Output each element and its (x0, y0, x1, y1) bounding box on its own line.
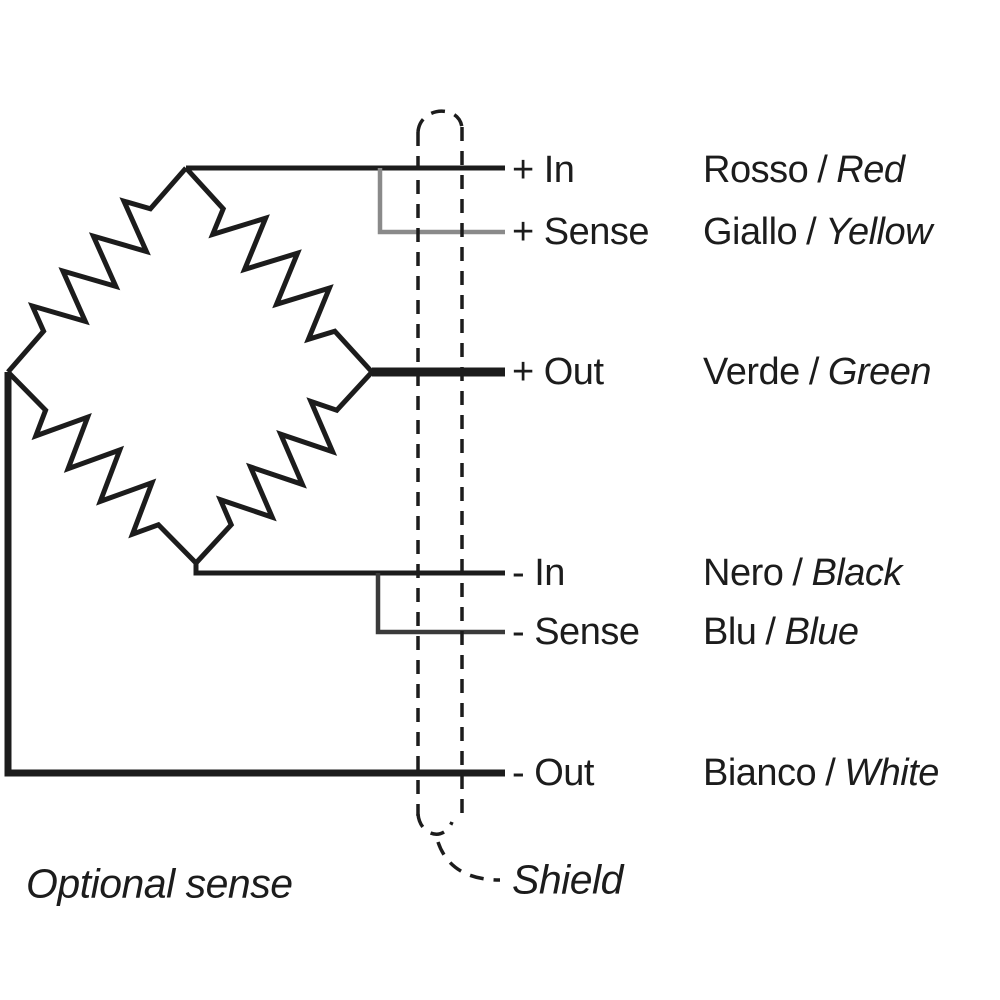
terminal-text: - In (512, 552, 565, 594)
wire-minus-in (193, 563, 505, 576)
color-name-en: Black (811, 552, 902, 594)
wire-color-label-blu-blue: Blu/Blue (703, 613, 859, 651)
terminal-label-plus-sense: + Sense (512, 211, 650, 253)
terminal-label-plus-out: + Out (512, 353, 604, 391)
color-name-it: Verde (703, 351, 800, 393)
shield-note: Shield (512, 856, 623, 903)
shield-text: Shield (512, 856, 623, 903)
resistor-top-right (184, 166, 374, 374)
terminal-text: + Out (512, 351, 604, 393)
color-name-en: Red (836, 149, 905, 191)
resistor-bottom-right (194, 370, 374, 565)
color-name-it: Blu (703, 611, 757, 653)
separator: / (792, 552, 803, 594)
optional-sense-text: Optional sense (26, 860, 293, 907)
resistor-bottom-left (6, 370, 198, 565)
terminal-text: - Out (512, 752, 594, 794)
separator: / (806, 211, 817, 253)
color-name-it: Rosso (703, 149, 809, 191)
shield-dashed-bottom-arc (416, 813, 454, 836)
wire-plus-sense (377, 168, 505, 235)
color-name-en: Blue (784, 611, 859, 653)
terminal-label-minus-out: - Out (512, 754, 594, 792)
wire-color-label-giallo-yellow: Giallo/Yellow (703, 211, 933, 253)
terminal-text: + In (512, 149, 575, 191)
separator: / (765, 611, 776, 653)
wire-color-label-bianco-white: Bianco/White (703, 754, 939, 792)
color-name-it: Nero (703, 552, 784, 594)
shield-dashed-top-arc (416, 109, 464, 133)
terminal-text: - Sense (512, 611, 640, 653)
separator: / (808, 351, 820, 393)
color-name-en: White (844, 752, 939, 794)
wire-color-label-rosso-red: Rosso/Red (703, 151, 905, 189)
color-name-it: Giallo (703, 211, 798, 253)
wire-minus-sense (375, 573, 505, 635)
terminal-label-minus-in: - In (512, 554, 565, 592)
terminal-label-minus-sense: - Sense (512, 611, 640, 653)
separator: / (817, 149, 828, 191)
wire-color-label-verde-green: Verde/Green (703, 351, 932, 393)
color-name-en: Yellow (825, 211, 933, 253)
wire-minus-out (4, 372, 505, 777)
shield-dashed-leader (436, 841, 501, 882)
color-name-en: Green (827, 351, 932, 393)
terminal-text: + Sense (512, 211, 650, 253)
resistor-top-left (6, 166, 188, 374)
color-name-it: Bianco (703, 752, 817, 794)
terminal-label-plus-in: + In (512, 149, 575, 191)
wire-color-label-nero-black: Nero/Black (703, 554, 902, 592)
separator: / (825, 752, 836, 794)
optional-sense-note: Optional sense (26, 860, 293, 907)
